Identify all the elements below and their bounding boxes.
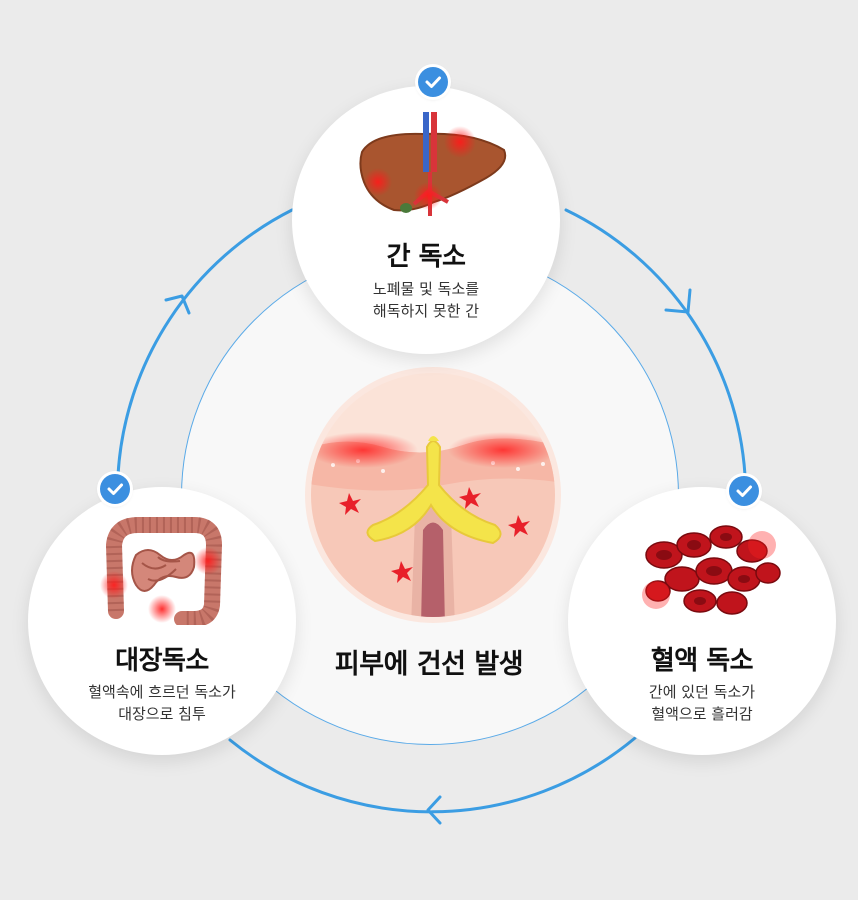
arc-blood-to-colon [230, 738, 635, 812]
node-blood-desc: 간에 있던 독소가 혈액으로 흘러감 [568, 681, 836, 725]
node-colon: 대장독소 혈액속에 흐르던 독소가 대장으로 침투 [28, 487, 296, 755]
check-icon [729, 476, 759, 506]
node-colon-title: 대장독소 [28, 640, 296, 677]
intestine-icon [98, 515, 228, 625]
blood-cells-icon [634, 515, 784, 625]
check-icon [100, 474, 130, 504]
node-liver-title: 간 독소 [292, 236, 560, 273]
node-liver: 간 독소 노폐물 및 독소를 해독하지 못한 간 [292, 86, 560, 354]
skin-follicle-icon [303, 365, 563, 625]
arrowhead-bottom [428, 797, 440, 823]
node-blood-title: 혈액 독소 [568, 640, 836, 677]
node-colon-desc: 혈액속에 흐르던 독소가 대장으로 침투 [28, 681, 296, 725]
node-liver-desc: 노폐물 및 독소를 해독하지 못한 간 [292, 278, 560, 322]
liver-icon [354, 112, 514, 222]
node-blood: 혈액 독소 간에 있던 독소가 혈액으로 흘러감 [568, 487, 836, 755]
check-icon [418, 67, 448, 97]
